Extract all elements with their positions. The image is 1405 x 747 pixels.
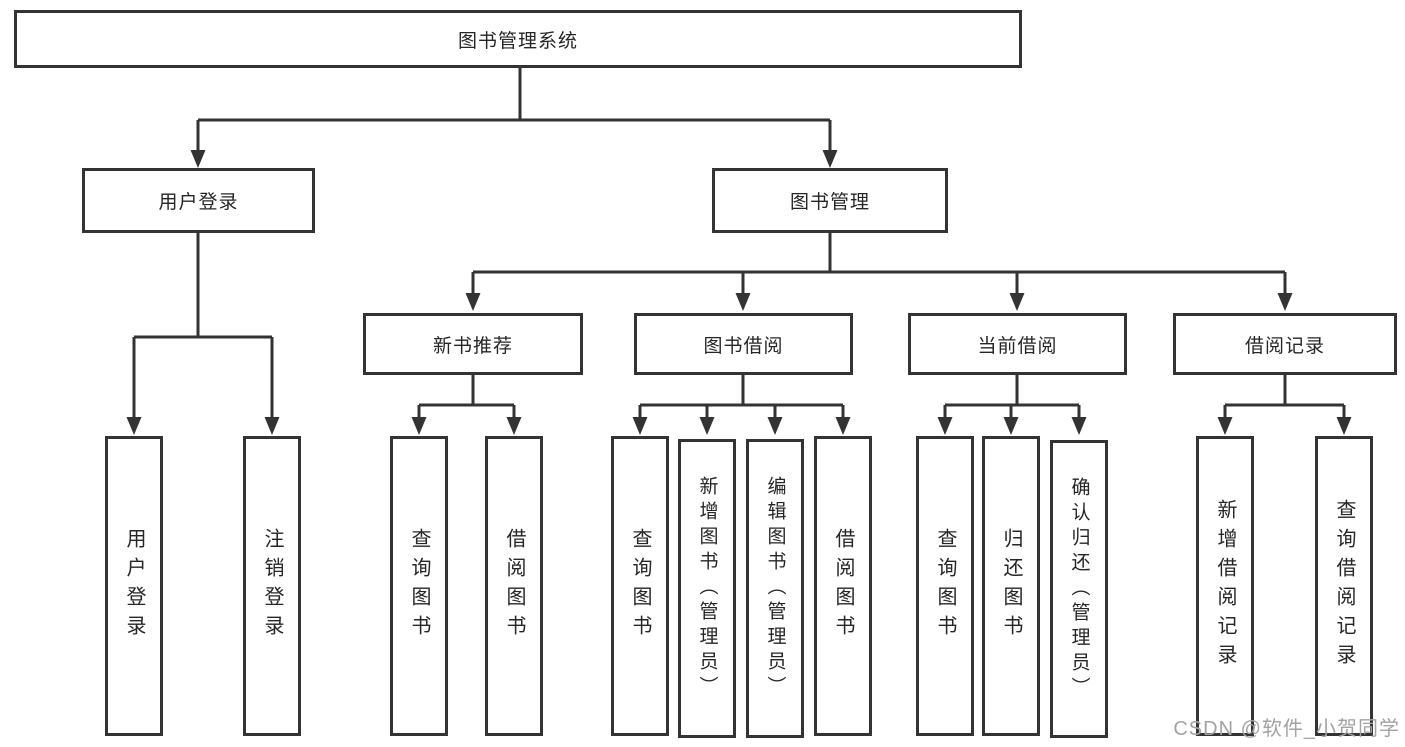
leaf-user-login: 用户登录 [105,436,163,736]
arrowheads [126,150,1352,435]
node-borrow-records: 借阅记录 [1173,313,1397,375]
leaf-recommend-borrow-book: 借阅图书 [485,436,543,736]
leaf-current-query-book: 查询图书 [916,436,974,736]
node-user-login-label: 用户登录 [158,192,239,213]
node-borrow-records-label: 借阅记录 [1244,335,1325,357]
connector-borrow [638,375,845,419]
leaf-query-borrow-record-label: 查询借阅记录 [1333,499,1355,673]
leaf-recommend-borrow-book-label: 借阅图书 [503,528,525,644]
leaf-add-book-admin-label: 新增图书（管理员） [696,476,718,701]
leaf-add-borrow-record: 新增借阅记录 [1196,436,1254,736]
node-book-management-label: 图书管理 [789,192,870,213]
leaf-current-query-book-label: 查询图书 [934,528,956,644]
leaf-recommend-query-book: 查询图书 [390,436,448,736]
node-current-borrow-label: 当前借阅 [977,335,1058,357]
leaf-borrow-book-label: 借阅图书 [832,528,854,644]
connector-records [1223,375,1346,419]
leaf-logout-label: 注销登录 [261,528,283,644]
leaf-logout: 注销登录 [243,436,301,736]
node-root-system-label: 图书管理系统 [457,30,578,52]
connector-management [471,233,1287,295]
leaf-edit-book-admin-label: 编辑图书（管理员） [764,476,786,701]
node-book-borrow-label: 图书借阅 [703,335,784,357]
node-user-login: 用户登录 [82,168,315,233]
leaf-user-login-label: 用户登录 [123,528,145,644]
connector-root [196,68,832,152]
connector-login [132,233,274,419]
node-book-borrow: 图书借阅 [634,313,853,375]
connector-current [943,375,1081,419]
connector-recommend [417,375,516,419]
leaf-query-borrow-record: 查询借阅记录 [1315,436,1373,736]
leaf-return-book-label: 归还图书 [1000,528,1022,644]
leaf-confirm-return-admin-label: 确认归还（管理员） [1068,476,1090,702]
leaf-confirm-return-admin: 确认归还（管理员） [1050,440,1108,738]
watermark: CSDN @软件_小贺同学 [1173,718,1400,740]
leaf-borrow-book: 借阅图书 [814,436,872,736]
node-new-book-recommend-label: 新书推荐 [432,335,513,357]
leaf-recommend-query-book-label: 查询图书 [408,528,430,644]
node-root-system: 图书管理系统 [14,10,1022,68]
leaf-add-borrow-record-label: 新增借阅记录 [1214,499,1236,673]
leaf-borrow-query-book-label: 查询图书 [629,528,651,644]
node-new-book-recommend: 新书推荐 [363,313,583,375]
leaf-edit-book-admin: 编辑图书（管理员） [746,439,804,738]
node-book-management: 图书管理 [712,168,948,233]
leaf-return-book: 归还图书 [982,436,1040,736]
leaf-add-book-admin: 新增图书（管理员） [678,439,736,738]
node-current-borrow: 当前借阅 [908,313,1127,375]
leaf-borrow-query-book: 查询图书 [611,436,669,736]
